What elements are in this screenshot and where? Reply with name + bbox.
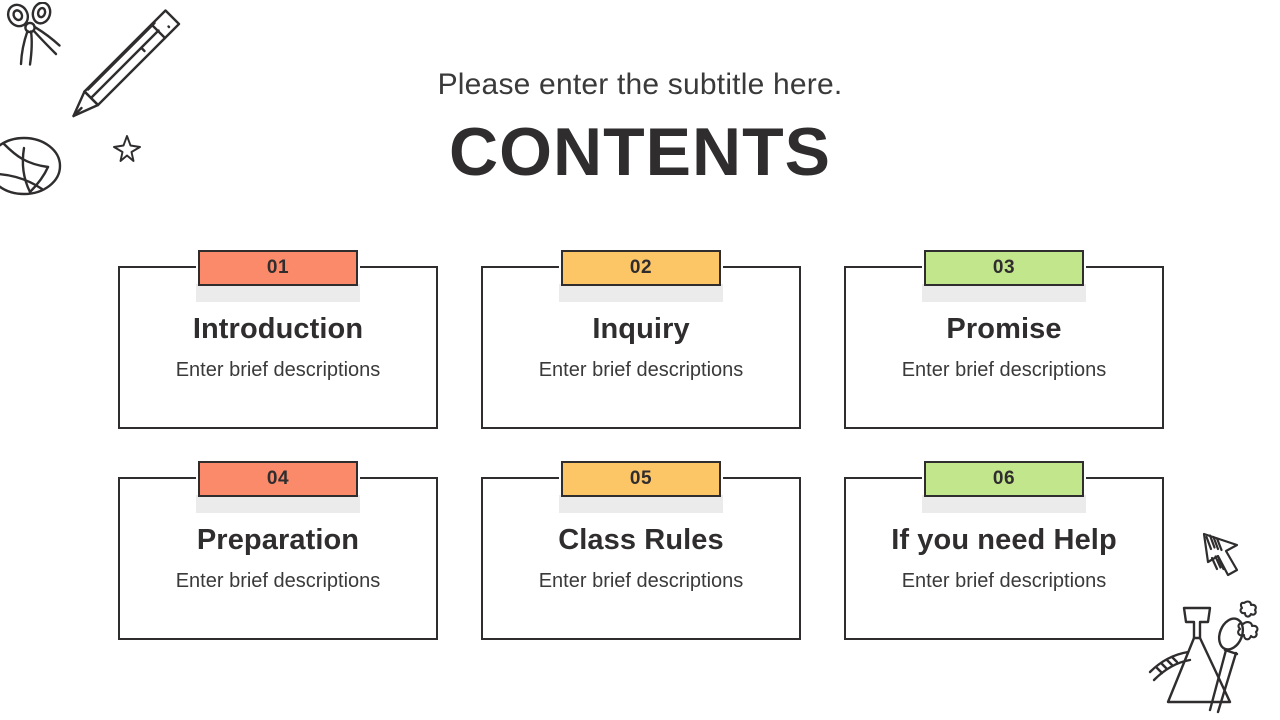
card-title-03: Promise	[946, 313, 1062, 346]
slide-header: Please enter the subtitle here. CONTENTS	[0, 0, 1280, 188]
badge-shadow	[922, 495, 1086, 513]
card-title-02: Inquiry	[592, 313, 690, 346]
badge-shadow	[196, 495, 360, 513]
card-title-06: If you need Help	[891, 524, 1117, 557]
card-number-badge-06[interactable]: 06	[924, 461, 1084, 497]
badge-shadow	[559, 284, 723, 302]
card-title-04: Preparation	[196, 524, 360, 557]
content-card-04[interactable]: 04 Preparation Enter brief descriptions	[118, 461, 438, 640]
card-number-badge-03[interactable]: 03	[924, 250, 1084, 286]
content-card-01[interactable]: 01 Introduction Enter brief descriptions	[118, 250, 438, 429]
contents-grid: 01 Introduction Enter brief descriptions…	[118, 250, 1164, 640]
content-card-03[interactable]: 03 Promise Enter brief descriptions	[844, 250, 1164, 429]
badge-shadow	[196, 284, 360, 302]
content-card-05[interactable]: 05 Class Rules Enter brief descriptions	[481, 461, 801, 640]
content-card-02[interactable]: 02 Inquiry Enter brief descriptions	[481, 250, 801, 429]
card-description-06: Enter brief descriptions	[901, 569, 1107, 592]
flask-doodle-icon	[1148, 598, 1258, 720]
card-number-badge-02[interactable]: 02	[561, 250, 721, 286]
card-description-01: Enter brief descriptions	[175, 358, 381, 381]
card-number-badge-04[interactable]: 04	[198, 461, 358, 497]
card-title-01: Introduction	[192, 313, 364, 346]
card-description-02: Enter brief descriptions	[538, 358, 744, 381]
card-description-05: Enter brief descriptions	[538, 569, 744, 592]
badge-shadow	[559, 495, 723, 513]
slide-subtitle: Please enter the subtitle here.	[437, 68, 843, 101]
badge-shadow	[922, 284, 1086, 302]
content-card-06[interactable]: 06 If you need Help Enter brief descript…	[844, 461, 1164, 640]
card-number-badge-05[interactable]: 05	[561, 461, 721, 497]
card-description-04: Enter brief descriptions	[175, 569, 381, 592]
slide-title: CONTENTS	[449, 114, 831, 190]
card-number-badge-01[interactable]: 01	[198, 250, 358, 286]
bubbles-doodle-icon	[1232, 600, 1266, 646]
arrow-cursor-doodle-icon	[1192, 528, 1254, 584]
card-title-05: Class Rules	[558, 524, 724, 557]
card-description-03: Enter brief descriptions	[901, 358, 1107, 381]
